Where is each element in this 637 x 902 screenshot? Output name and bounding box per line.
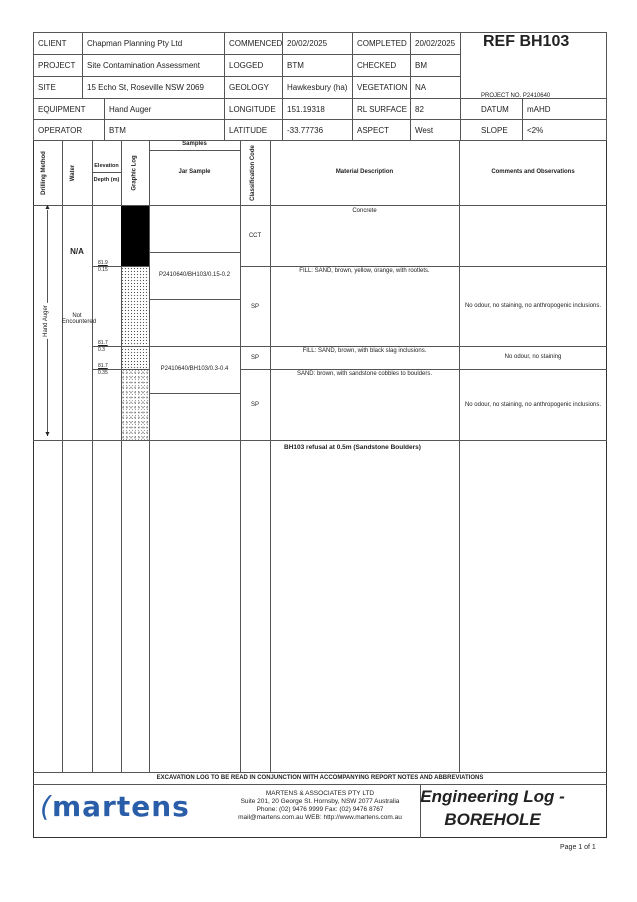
col-comments: Comments and Observations: [491, 169, 575, 175]
graphic-fill: [121, 267, 149, 369]
company-phone: Phone: (02) 9476 9999 Fax: (02) 9476 876…: [256, 806, 384, 813]
material-1: Concrete: [352, 208, 377, 214]
comment-2: No odour, no staining: [504, 354, 562, 360]
checked-label: CHECKED: [352, 54, 411, 77]
longitude-label: LONGITUDE: [224, 98, 283, 120]
jar-sample-2: P2410640/BH103/0.3-0.4: [160, 366, 229, 372]
site-label: SITE: [33, 76, 83, 99]
checked-value: BM: [410, 54, 461, 77]
slope-value: <2%: [522, 119, 607, 141]
company-address: Suite 201, 20 George St. Hornsby, NSW 20…: [240, 798, 400, 805]
vegetation-label: VEGETATION: [352, 76, 411, 99]
col-water: Water: [70, 164, 77, 182]
commenced-value: 20/02/2025: [282, 32, 353, 55]
company-web: mail@martens.com.au WEB: http://www.mart…: [238, 814, 402, 821]
arrow-down-icon: ▼: [44, 431, 51, 438]
logo-text: martens: [51, 790, 190, 823]
log-frame: [33, 32, 607, 838]
class-code-2: SP: [250, 304, 259, 310]
aspect-value: West: [410, 119, 461, 141]
col-samples: Samples: [182, 141, 207, 147]
commenced-label: COMMENCED: [224, 32, 283, 55]
material-3: FILL: SAND, brown, with black slag inclu…: [302, 348, 427, 354]
operator-value: BTM: [104, 119, 225, 141]
graphic-sand: [121, 370, 149, 440]
comment-1: No odour, no staining, no anthropogenic …: [464, 303, 602, 309]
excavation-note: EXCAVATION LOG TO BE READ IN CONJUNCTION…: [156, 775, 484, 781]
geology-label: GEOLOGY: [224, 76, 283, 99]
equipment-value: Hand Auger: [104, 98, 225, 120]
company-name: MARTENS & ASSOCIATES PTY LTD: [265, 790, 375, 797]
client-label: CLIENT: [33, 32, 83, 55]
material-2: FILL: SAND, brown, yellow, orange, with …: [299, 268, 430, 274]
latitude-label: LATITUDE: [224, 119, 283, 141]
elevation-3: 81.7: [98, 363, 108, 369]
col-classification-code: Classification Code: [249, 145, 256, 201]
equipment-label: EQUIPMENT: [33, 98, 105, 120]
class-code-3: SP: [250, 355, 259, 361]
martens-logo: (martens: [40, 790, 190, 823]
logged-label: LOGGED: [224, 54, 283, 77]
slope-label: SLOPE: [460, 119, 523, 141]
col-graphic-log: Graphic Log: [131, 155, 138, 191]
water-na: N/A: [70, 247, 84, 256]
col-jar-sample: Jar Sample: [178, 169, 211, 175]
logged-value: BTM: [282, 54, 353, 77]
col-depth: Depth (m): [93, 177, 120, 183]
graphic-concrete: [121, 206, 149, 266]
jar-sample-1: P2410640/BH103/0.15-0.2: [158, 272, 231, 278]
ref-title: REF BH103: [483, 33, 570, 50]
drilling-method-value: Hand Auger: [42, 303, 49, 339]
completed-value: 20/02/2025: [410, 32, 461, 55]
depth-2: 0.3: [98, 347, 105, 353]
geology-value: Hawkesbury (ha): [282, 76, 353, 99]
rl-surface-label: RL SURFACE: [352, 98, 411, 120]
class-code-1: CCT: [248, 233, 262, 239]
project-value: Site Contamination Assessment: [82, 54, 225, 77]
completed-label: COMPLETED: [352, 32, 411, 55]
datum-label: DATUM: [460, 98, 523, 120]
ref-block: REF BH103 PROJECT NO. P2410640: [460, 32, 607, 99]
client-value: Chapman Planning Pty Ltd: [82, 32, 225, 55]
doc-title-line1: Engineering Log -: [420, 787, 565, 806]
latitude-value: -33.77736: [282, 119, 353, 141]
refusal-note: BH103 refusal at 0.5m (Sandstone Boulder…: [284, 444, 421, 451]
operator-label: OPERATOR: [33, 119, 105, 141]
material-4: SAND: brown, with sandstone cobbles to b…: [296, 371, 433, 377]
project-number: PROJECT NO. P2410640: [481, 93, 551, 99]
project-label: PROJECT: [33, 54, 83, 77]
longitude-value: 151.19318: [282, 98, 353, 120]
col-material-description: Material Description: [335, 169, 394, 175]
arrow-up-icon: ▲: [44, 204, 51, 211]
page-number: Page 1 of 1: [560, 844, 596, 851]
class-code-4: SP: [250, 402, 259, 408]
col-drilling-method: Drilling Method: [40, 151, 47, 195]
depth-3: 0.35: [98, 370, 108, 376]
depth-1: 0.15: [98, 267, 108, 273]
elevation-1: 81.9: [98, 260, 108, 266]
elevation-2: 81.7: [98, 340, 108, 346]
col-elevation: Elevation: [94, 163, 119, 169]
datum-value: mAHD: [522, 98, 607, 120]
rl-surface-value: 82: [410, 98, 461, 120]
doc-title-line2: BOREHOLE: [444, 810, 541, 829]
comment-3: No odour, no staining, no anthropogenic …: [464, 402, 602, 408]
water-note: Not Encountered: [62, 313, 97, 325]
site-value: 15 Echo St, Roseville NSW 2069: [82, 76, 225, 99]
aspect-label: ASPECT: [352, 119, 411, 141]
vegetation-value: NA: [410, 76, 461, 99]
